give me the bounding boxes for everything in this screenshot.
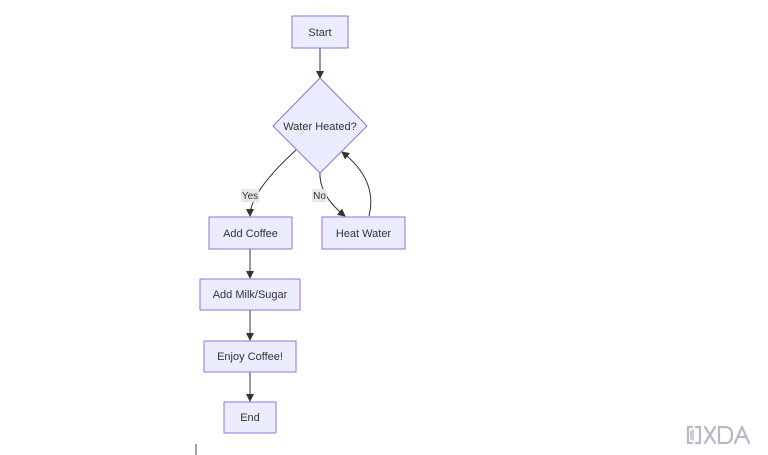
node-add-coffee-label: Add Coffee [223,228,278,240]
node-add-coffee[interactable]: Add Coffee [208,216,293,250]
edge-label-yes-text: Yes [242,191,258,202]
node-decision-label: Water Heated? [283,121,357,133]
node-heat-water[interactable]: Heat Water [321,216,406,250]
edge-label-no-text: No [313,191,326,202]
node-add-milk[interactable]: Add Milk/Sugar [199,278,301,311]
node-decision[interactable]: Water Heated? [272,77,368,174]
edge-label-yes: Yes [241,189,259,202]
edge-heat-water-to-decision [341,151,372,217]
node-add-milk-label: Add Milk/Sugar [213,289,288,301]
node-end-label: End [240,412,260,424]
node-start-label: Start [308,27,331,39]
edge-label-no: No [312,189,327,202]
node-enjoy-label: Enjoy Coffee! [217,351,283,363]
node-enjoy[interactable]: Enjoy Coffee! [203,340,297,373]
xda-logo [686,425,751,445]
node-heat-water-label: Heat Water [336,228,392,240]
node-end[interactable]: End [223,401,277,434]
edge-decision-to-add-coffee [246,149,297,217]
node-start[interactable]: Start [291,15,349,49]
